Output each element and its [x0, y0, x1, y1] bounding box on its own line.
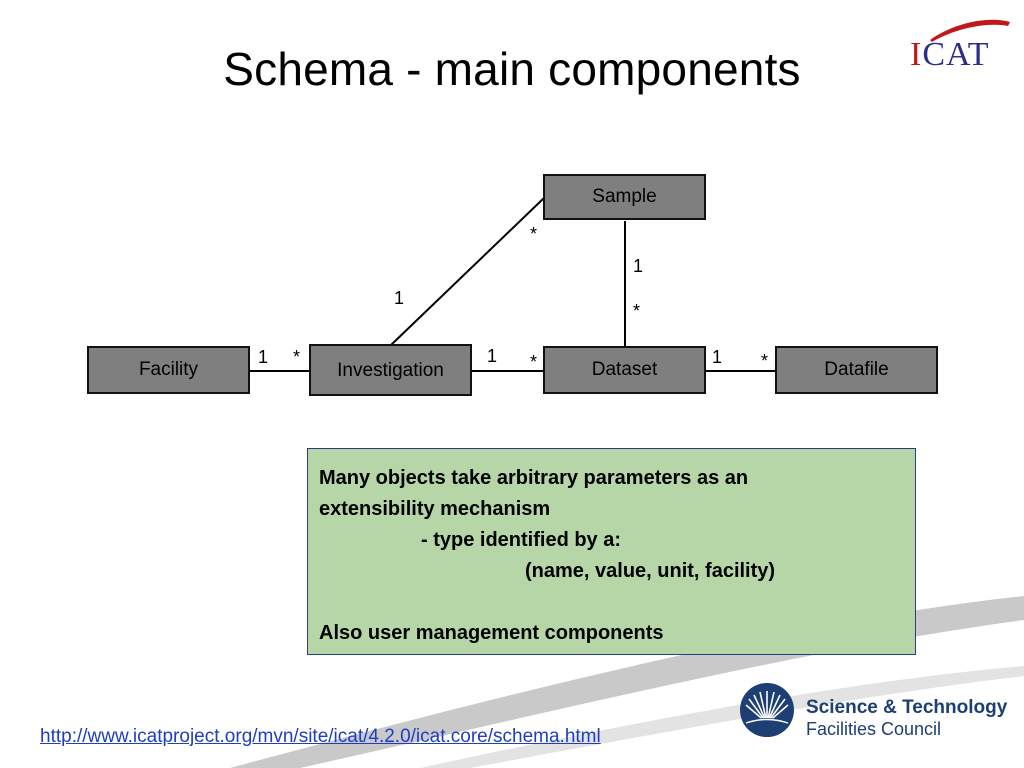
note-line-2: extensibility mechanism — [319, 498, 551, 520]
mult-sample-investigation-end: * — [530, 224, 538, 244]
stfc-logo: Science & Technology Facilities Council — [740, 683, 1010, 741]
mult-investigation-left-end: * — [293, 347, 301, 367]
stfc-emblem-icon — [740, 683, 794, 737]
stfc-name-line-1: Science & Technology — [806, 697, 1008, 718]
node-datafile: Datafile — [775, 346, 938, 394]
icat-logo: ICAT — [910, 14, 1014, 76]
page-title: Schema - main components — [223, 43, 801, 95]
note-line-6: Also user management components — [319, 622, 664, 644]
mult-datafile-end: * — [761, 351, 769, 371]
stfc-name-line-2: Facilities Council — [806, 719, 942, 739]
parameters-note: Many objects take arbitrary parameters a… — [307, 448, 916, 655]
mult-dataset-right-end: 1 — [712, 347, 723, 367]
mult-sample-dataset-end: 1 — [633, 256, 644, 276]
icat-swoosh-icon — [930, 19, 1010, 42]
node-dataset: Dataset — [543, 346, 706, 394]
icat-letters-cat: CAT — [922, 36, 990, 73]
icat-wordmark: ICAT — [910, 36, 990, 74]
node-sample: Sample — [543, 174, 706, 220]
mult-facility-end: 1 — [258, 347, 269, 367]
schema-link[interactable]: http://www.icatproject.org/mvn/site/icat… — [40, 726, 601, 747]
mult-investigation-dataset-end: 1 — [487, 346, 498, 366]
note-line-1: Many objects take arbitrary parameters a… — [319, 467, 749, 489]
note-line-3: - type identified by a: — [421, 529, 622, 551]
mult-dataset-left-end: * — [530, 352, 538, 372]
mult-dataset-top-end: * — [633, 301, 641, 321]
node-investigation: Investigation — [309, 344, 472, 396]
note-line-5 — [319, 587, 915, 618]
mult-investigation-sample-end: 1 — [394, 288, 405, 308]
node-facility: Facility — [87, 346, 250, 394]
investigation-sample-link — [390, 197, 545, 346]
icat-letter-i: I — [910, 36, 923, 73]
note-line-4: (name, value, unit, facility) — [525, 560, 776, 582]
